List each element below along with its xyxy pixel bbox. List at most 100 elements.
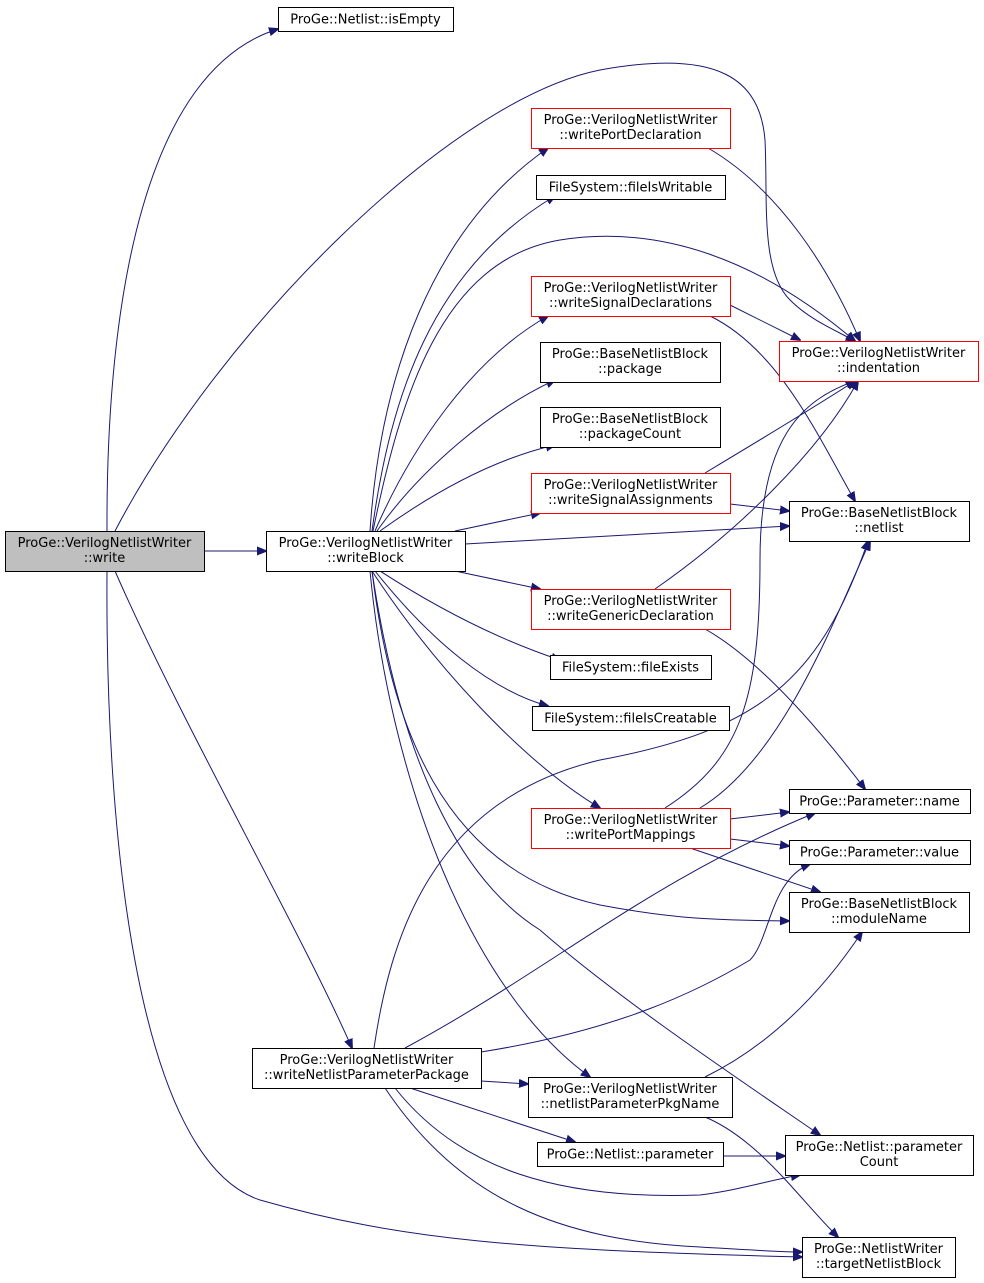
node-paramName[interactable]: ProGe::Parameter::name [789, 789, 971, 814]
node-box [537, 1142, 724, 1167]
node-label: ProGe::BaseNetlistBlock [801, 506, 958, 521]
call-edges [106, 29, 870, 1257]
node-box [531, 808, 731, 849]
node-label: ProGe::Parameter::name [799, 795, 960, 810]
edge-writePortMappings-to-paramValue [729, 838, 789, 846]
edge-netlistParameterPkgName-to-moduleName [704, 932, 862, 1078]
edge-writeGenericDeclaration-to-indentation [654, 381, 858, 590]
node-writeSignalAssignments[interactable]: ProGe::VerilogNetlistWriter::writeSignal… [531, 473, 731, 514]
node-write[interactable]: ProGe::VerilogNetlistWriter::write [5, 531, 205, 572]
node-packageCount[interactable]: ProGe::BaseNetlistBlock::packageCount [540, 407, 721, 448]
edge-writeGenericDeclaration-to-paramName [704, 628, 865, 789]
node-writePortMappings[interactable]: ProGe::VerilogNetlistWriter::writePortMa… [531, 808, 731, 849]
edge-writeSignalDeclarations-to-netlist [709, 315, 855, 501]
node-label: ::writeSignalDeclarations [549, 296, 712, 311]
edge-writePortMappings-to-indentation [664, 381, 855, 809]
node-writeGenericDeclaration[interactable]: ProGe::VerilogNetlistWriter::writeGeneri… [531, 589, 731, 630]
node-label: ProGe::VerilogNetlistWriter [18, 536, 192, 551]
node-label: ProGe::Parameter::value [800, 846, 959, 861]
node-isEmpty[interactable]: ProGe::Netlist::isEmpty [278, 7, 454, 32]
node-label: ProGe::BaseNetlistBlock [801, 897, 958, 912]
edge-writePortMappings-to-paramName [729, 812, 789, 820]
node-label: ProGe::VerilogNetlistWriter [279, 536, 453, 551]
node-netlistParameterPkgName[interactable]: ProGe::VerilogNetlistWriter::netlistPara… [528, 1077, 733, 1118]
call-nodes: ProGe::VerilogNetlistWriter::writeProGe:… [5, 7, 979, 1278]
edge-writeBlock-to-fileIsCreatable [374, 570, 548, 706]
node-fileExists[interactable]: FileSystem::fileExists [550, 655, 712, 680]
node-label: ProGe::VerilogNetlistWriter [544, 478, 718, 493]
node-fileIsWritable[interactable]: FileSystem::fileIsWritable [536, 175, 726, 200]
node-box [540, 342, 721, 383]
node-writePortDeclaration[interactable]: ProGe::VerilogNetlistWriter::writePortDe… [531, 108, 731, 149]
edge-writePortMappings-to-netlist [699, 541, 870, 809]
node-box [779, 341, 979, 382]
node-targetNetlistBlock[interactable]: ProGe::NetlistWriter::targetNetlistBlock [802, 1237, 956, 1278]
node-label: ProGe::VerilogNetlistWriter [544, 813, 718, 828]
edge-write-to-isEmpty [106, 29, 278, 532]
node-fileIsCreatable[interactable]: FileSystem::fileIsCreatable [532, 706, 730, 731]
node-paramValue[interactable]: ProGe::Parameter::value [789, 840, 971, 865]
node-label: ProGe::Netlist::parameter [547, 1148, 714, 1163]
node-writeNetlistParameterPackage[interactable]: ProGe::VerilogNetlistWriter::writeNetlis… [252, 1048, 482, 1089]
node-label: ::indentation [837, 361, 920, 376]
node-label: ::netlist [854, 521, 903, 536]
edge-writeBlock-to-writeSignalDeclarations [374, 316, 548, 532]
node-label: ProGe::NetlistWriter [814, 1242, 944, 1257]
node-box [802, 1237, 956, 1278]
node-writeBlock[interactable]: ProGe::VerilogNetlistWriter::writeBlock [266, 531, 466, 572]
node-box [789, 501, 970, 542]
node-box [789, 840, 971, 865]
edge-writeSignalAssignments-to-indentation [704, 381, 855, 474]
edge-writeBlock-to-writeGenericDeclaration [454, 570, 540, 589]
edge-writePortMappings-to-moduleName [689, 847, 820, 892]
edge-writeBlock-to-packageCount [379, 445, 555, 532]
node-label: ::targetNetlistBlock [816, 1257, 942, 1272]
node-box [266, 531, 466, 572]
edge-writeNetlistParameterPackage-to-netlist [373, 541, 868, 1049]
node-label: ProGe::VerilogNetlistWriter [544, 113, 718, 128]
edge-write-to-indentation [114, 62, 855, 532]
edge-write-to-writeNetlistParameterPackage [114, 570, 352, 1048]
edge-writeNetlistParameterPackage-to-paramName [404, 813, 815, 1049]
edge-writeNetlistParameterPackage-to-parameterCount [394, 1087, 800, 1196]
edge-writeBlock-to-parameterCount [371, 570, 820, 1135]
node-label: FileSystem::fileIsWritable [549, 181, 713, 196]
node-package[interactable]: ProGe::BaseNetlistBlock::package [540, 342, 721, 383]
node-label: ::writePortMappings [566, 828, 696, 843]
edge-writeBlock-to-fileExists [379, 570, 560, 660]
node-netlist[interactable]: ProGe::BaseNetlistBlock::netlist [789, 501, 970, 542]
node-box [536, 175, 726, 200]
node-moduleName[interactable]: ProGe::BaseNetlistBlock::moduleName [789, 892, 970, 933]
node-label: ::writePortDeclaration [559, 128, 701, 143]
edge-writeSignalAssignments-to-netlist [729, 503, 789, 511]
node-box [785, 1135, 974, 1176]
node-label: ProGe::Netlist::parameter [796, 1140, 963, 1155]
node-label: Count [860, 1155, 899, 1170]
node-label: ProGe::VerilogNetlistWriter [792, 346, 966, 361]
node-label: ::packageCount [579, 427, 681, 442]
edge-writeBlock-to-package [376, 380, 555, 532]
edge-writeBlock-to-writePortDeclaration [369, 148, 548, 532]
node-box [531, 473, 731, 514]
node-netlistParameter[interactable]: ProGe::Netlist::parameter [537, 1142, 724, 1167]
edge-writeBlock-to-fileIsWritable [371, 196, 555, 532]
node-box [532, 706, 730, 731]
node-box [531, 276, 731, 317]
node-label: ::writeBlock [327, 551, 404, 566]
node-label: ProGe::VerilogNetlistWriter [544, 281, 718, 296]
node-box [789, 892, 970, 933]
node-label: ::writeNetlistParameterPackage [264, 1068, 469, 1083]
edge-writeBlock-to-writePortMappings [371, 570, 600, 808]
edge-writeBlock-to-indentation [372, 235, 855, 532]
edge-writeSignalDeclarations-to-indentation [729, 304, 800, 340]
node-box [789, 789, 971, 814]
edge-netlistParameterPkgName-to-targetNetlistBlock [704, 1116, 838, 1237]
node-label: ProGe::VerilogNetlistWriter [280, 1053, 454, 1068]
node-label: ProGe::VerilogNetlistWriter [544, 594, 718, 609]
node-label: ::netlistParameterPkgName [541, 1097, 720, 1112]
node-writeSignalDeclarations[interactable]: ProGe::VerilogNetlistWriter::writeSignal… [531, 276, 731, 317]
edge-writeNetlistParameterPackage-to-netlistParameterPkgName [480, 1081, 528, 1084]
node-indentation[interactable]: ProGe::VerilogNetlistWriter::indentation [779, 341, 979, 382]
